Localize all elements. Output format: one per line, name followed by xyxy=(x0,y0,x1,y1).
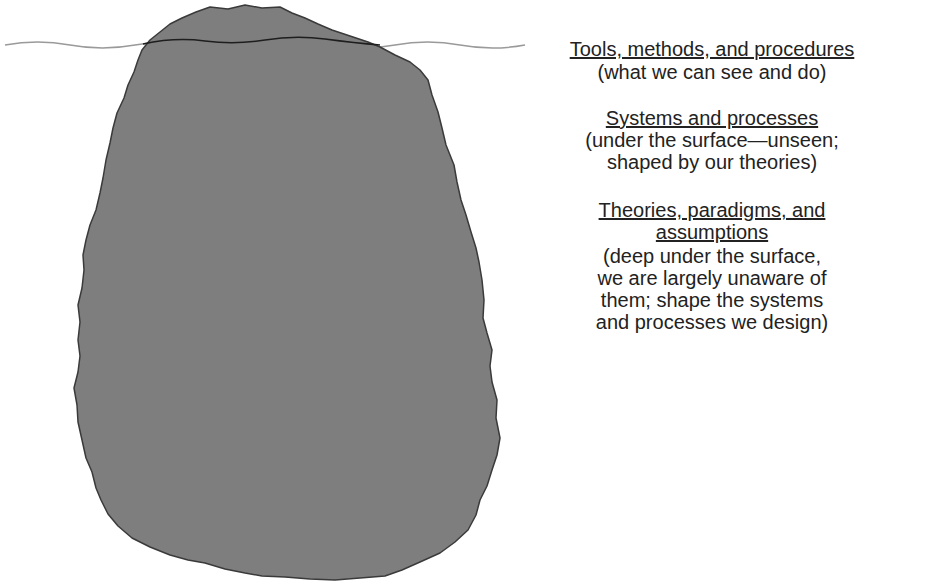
level-description: (under the surface—unseen; shaped by our… xyxy=(575,129,850,173)
waterline-on-iceberg xyxy=(143,37,380,45)
iceberg xyxy=(74,5,500,580)
level-description: (what we can see and do) xyxy=(512,61,912,83)
level-heading: Tools, methods, and procedures xyxy=(512,38,912,60)
level-description: (deep under the surface, we are largely … xyxy=(590,245,835,333)
level-heading: Systems and processes xyxy=(512,107,912,129)
level-heading: Theories, paradigms, and assumptions xyxy=(587,199,837,243)
